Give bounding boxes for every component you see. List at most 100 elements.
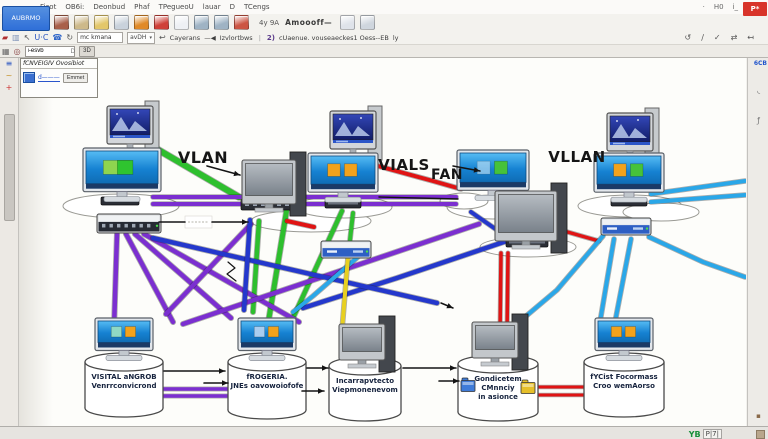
mode-field[interactable] (77, 32, 124, 43)
network-cable[interactable] (340, 255, 350, 332)
devices-icon[interactable]: ≡ (5, 59, 13, 68)
menu-item[interactable]: Deonbud (93, 3, 126, 11)
gray-monitor-device[interactable] (471, 313, 529, 371)
pc-device[interactable] (307, 152, 379, 203)
cursor-icon[interactable]: ↖ (23, 33, 31, 42)
switch-device[interactable] (600, 217, 652, 236)
network-cable[interactable] (649, 193, 746, 204)
connections-icon[interactable]: ~ (5, 71, 13, 80)
window-icon[interactable] (360, 15, 376, 30)
columns-icon[interactable] (214, 15, 229, 30)
phone-icon[interactable]: ☎ (52, 33, 63, 42)
network-cable[interactable] (300, 221, 560, 311)
rows-icon[interactable] (194, 15, 209, 30)
network-cable[interactable] (291, 254, 361, 314)
monitors-label[interactable]: Izvlortbws (219, 33, 253, 42)
network-cable[interactable] (517, 234, 605, 324)
app-logo-button[interactable]: AUBRMO (2, 6, 50, 31)
network-cable[interactable] (241, 217, 253, 313)
notes-icon[interactable]: + (5, 83, 13, 92)
switch-device[interactable] (96, 213, 162, 234)
menu-item[interactable]: Phaf (134, 3, 150, 11)
overview-cancel-button[interactable]: Emmet (62, 72, 89, 83)
undo-arrow-icon[interactable]: ↩ (158, 32, 166, 42)
left-scrollbar-thumb[interactable] (4, 114, 15, 221)
titlebar-right-item[interactable]: i_ (732, 3, 738, 11)
network-cable[interactable] (163, 221, 254, 317)
titlebar-right-item[interactable]: H0 (713, 3, 724, 11)
attachment-icon[interactable]: ▪ (756, 412, 761, 420)
pan-icon[interactable]: ↤ (747, 33, 754, 42)
grid-icon[interactable]: ▦ (2, 46, 10, 56)
shape-tool-icon[interactable]: ◟ (756, 86, 761, 95)
network-cable[interactable] (123, 231, 176, 325)
flame-icon[interactable] (134, 15, 149, 30)
building-icon[interactable] (54, 15, 69, 30)
image-icon[interactable]: ▥ (12, 33, 20, 42)
network-cable[interactable] (285, 219, 316, 229)
folder-open-icon[interactable] (94, 15, 109, 30)
swap-icon[interactable]: ⇄ (730, 33, 738, 42)
overview-link[interactable]: d——— (38, 73, 60, 82)
network-cable[interactable] (613, 237, 633, 324)
sync-icon[interactable]: ↻ (66, 33, 74, 42)
small-monitor-device[interactable] (606, 107, 660, 163)
small-monitor-device[interactable] (329, 105, 383, 161)
network-cable[interactable] (376, 164, 463, 191)
network-cable[interactable] (649, 179, 746, 196)
close-button[interactable]: P* (743, 2, 767, 16)
clipboard-icon[interactable] (74, 15, 89, 30)
gray-monitor-device[interactable] (241, 151, 307, 217)
menu-item[interactable]: D (229, 3, 235, 11)
function-tool-icon[interactable]: ƒ (757, 116, 760, 125)
network-cable[interactable] (266, 205, 290, 321)
uc-icon[interactable]: U·C (34, 33, 49, 42)
menu-item[interactable]: TPegueoU (158, 3, 194, 11)
network-cable[interactable] (150, 235, 440, 306)
pc-device[interactable] (237, 317, 297, 361)
network-cable[interactable] (598, 237, 616, 324)
gray-monitor-device[interactable] (494, 182, 568, 254)
resize-grip-icon[interactable] (756, 430, 765, 439)
search-input[interactable] (24, 45, 75, 57)
menu-item[interactable]: OB6i: (65, 3, 85, 11)
database-node[interactable]: fROGERIA.JNEs oavowoiofofe (227, 317, 307, 420)
zoom-dropdown[interactable]: avDH ▾ (127, 31, 155, 44)
network-cable[interactable] (290, 208, 345, 321)
titlebar-right-item[interactable]: · (702, 3, 705, 11)
view-3d-button[interactable]: 3D (79, 45, 95, 57)
pc-device[interactable] (593, 152, 665, 203)
undo-icon[interactable]: ↺ (684, 33, 692, 42)
check-icon[interactable]: ✓ (713, 33, 721, 42)
badge-icon[interactable]: 2) (266, 33, 275, 42)
network-cable[interactable] (180, 221, 482, 327)
pc-device[interactable] (594, 317, 654, 361)
cloud-icon[interactable] (234, 15, 249, 30)
note-icon[interactable] (174, 15, 189, 30)
marker-icon[interactable]: ▰ (2, 33, 9, 42)
menu-item[interactable]: lauar (202, 3, 221, 11)
network-cable[interactable] (141, 231, 302, 325)
target-icon[interactable]: ◎ (13, 46, 21, 56)
page-icon[interactable] (340, 15, 356, 30)
network-cable[interactable] (147, 142, 242, 200)
gray-monitor-device[interactable] (338, 315, 396, 373)
paste-icon[interactable] (114, 15, 129, 30)
menu-item[interactable]: TCengs (243, 3, 270, 11)
pc-device[interactable] (82, 147, 162, 203)
small-monitor-device[interactable] (106, 100, 160, 156)
line-icon[interactable]: ∕ (701, 33, 704, 42)
network-cable[interactable] (647, 235, 746, 279)
pc-device[interactable] (94, 317, 154, 361)
switch-device[interactable] (320, 240, 372, 259)
network-cable[interactable] (111, 231, 120, 331)
network-cable[interactable] (132, 231, 234, 321)
pc-device[interactable] (456, 149, 530, 201)
layers-label[interactable]: Cayerans (169, 33, 201, 42)
save-icon[interactable] (154, 15, 169, 30)
